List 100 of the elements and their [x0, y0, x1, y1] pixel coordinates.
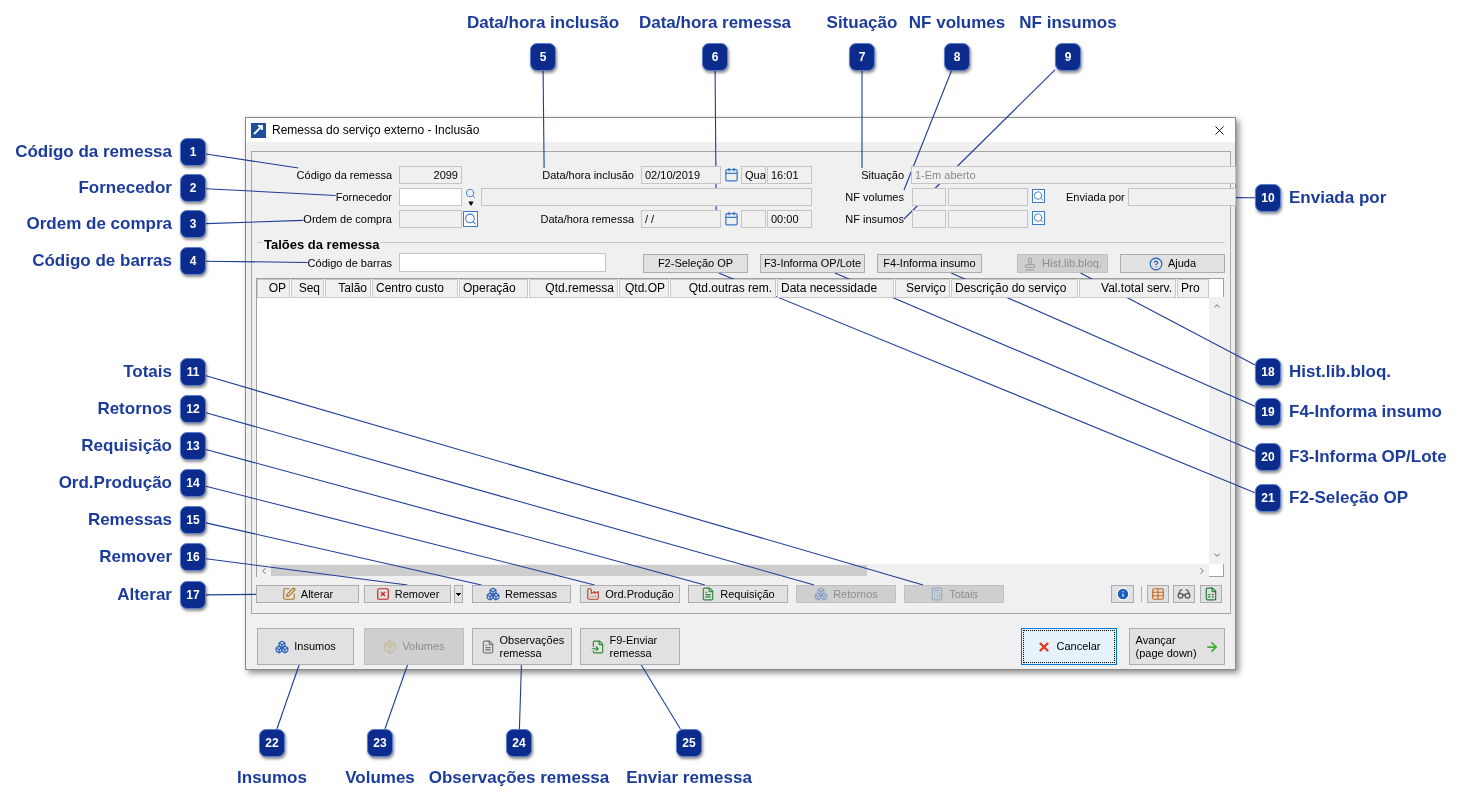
leader-line — [1079, 272, 1256, 366]
button: Cancelar — [1021, 628, 1117, 665]
column-header: Descrição do serviço — [951, 279, 1078, 298]
column-header: Seq — [291, 279, 324, 298]
text-field: Qua — [741, 166, 766, 184]
callout-badge: 23 — [367, 729, 393, 757]
leader-line — [276, 664, 300, 730]
callout-title: Observações remessa — [428, 767, 610, 789]
callout-title: Alterar — [117, 584, 172, 606]
text-field — [399, 253, 606, 272]
callout-title: Remover — [99, 546, 172, 568]
callout-title: Remessas — [87, 509, 172, 531]
leader-line — [205, 153, 299, 169]
button: Avançar (page down) — [1129, 628, 1225, 665]
callout-badge: 6 — [702, 43, 728, 71]
column-header: Val.total serv. — [1079, 279, 1176, 298]
button: Totais — [904, 585, 1004, 603]
callout-title: Enviar remessa — [626, 767, 752, 789]
column-header: Qtd.remessa — [529, 279, 618, 298]
text-field: 2099 — [399, 166, 462, 184]
callout-title: Data/hora inclusão — [466, 12, 620, 34]
leader-line — [205, 485, 596, 586]
button: F4-Informa insumo — [877, 254, 982, 273]
callout-badge: 15 — [180, 506, 206, 534]
callout-badge: 10 — [1255, 184, 1281, 212]
text-field: 1-Em aberto — [911, 166, 1236, 184]
text-field — [399, 188, 462, 206]
callout-title: Código de barras — [32, 250, 172, 272]
button: Ord.Produção — [580, 585, 680, 603]
callout-title: Insumos — [237, 767, 307, 789]
callout-badge: 11 — [180, 358, 206, 386]
callout-badge: 4 — [180, 247, 206, 275]
leader-line — [205, 522, 483, 586]
text-field — [948, 188, 1028, 206]
callout-badge: 20 — [1255, 443, 1281, 471]
field-label: Código de barras — [307, 256, 392, 270]
text-field: 16:01 — [767, 166, 812, 184]
leader-line — [714, 70, 717, 211]
callout-title: Data/hora remessa — [638, 12, 792, 34]
leader-line — [861, 70, 863, 169]
column-header: OP — [257, 279, 290, 298]
leader-line — [205, 188, 337, 197]
leader-line — [205, 219, 304, 225]
callout-badge: 9 — [1055, 43, 1081, 71]
text-field — [481, 188, 812, 206]
callout-title: Retornos — [97, 398, 172, 420]
callout-title: F4-Informa insumo — [1289, 401, 1442, 423]
callout-badge: 5 — [530, 43, 556, 71]
text-field — [741, 210, 766, 228]
callout-title: NF volumes — [908, 12, 1006, 34]
field-label: Data/hora remessa — [540, 212, 634, 226]
dialog-window — [245, 117, 1236, 670]
callout-title: Ord.Produção — [58, 472, 172, 494]
callout-badge: 3 — [180, 210, 206, 238]
callout-title: Fornecedor — [78, 177, 172, 199]
button: Hist.lib.bloq. — [1017, 254, 1108, 273]
callout-badge: 18 — [1255, 358, 1281, 386]
callout-badge: 7 — [849, 43, 875, 71]
column-header: Pro — [1177, 279, 1209, 298]
column-header: Operação — [459, 279, 528, 298]
button: Alterar — [256, 585, 359, 603]
callout-badge: 22 — [259, 729, 285, 757]
column-header: Centro custo — [372, 279, 458, 298]
leader-line — [718, 272, 1256, 494]
leader-line — [640, 664, 681, 730]
button: F2-Seleção OP — [643, 254, 748, 273]
leader-line — [205, 375, 924, 586]
leader-line — [205, 558, 409, 586]
button: Observações remessa — [472, 628, 572, 665]
field-label: Enviada por — [1066, 190, 1125, 204]
field-label: Ordem de compra — [303, 212, 392, 226]
callout-title: F3-Informa OP/Lote — [1289, 446, 1447, 468]
callout-badge: 13 — [180, 432, 206, 460]
callout-title: Enviada por — [1289, 187, 1387, 209]
button: Insumos — [257, 628, 354, 665]
text-field: 02/10/2019 — [641, 166, 721, 184]
callout-title: Requisição — [81, 435, 172, 457]
leader-line — [518, 664, 522, 730]
callout-title: F2-Seleção OP — [1289, 487, 1409, 509]
text-field — [912, 188, 946, 206]
leader-line — [205, 412, 815, 586]
callout-badge: 21 — [1255, 484, 1281, 512]
callout-title: Volumes — [345, 767, 415, 789]
field-label: Data/hora inclusão — [542, 168, 634, 182]
leader-line — [834, 272, 1256, 453]
field-label: Código da remessa — [296, 168, 392, 182]
column-header: Data necessidade — [777, 279, 894, 298]
button: Ajuda — [1120, 254, 1225, 273]
leader-line — [384, 664, 409, 730]
text-field — [1128, 188, 1236, 206]
text-field — [912, 210, 946, 228]
callout-badge: 8 — [944, 43, 970, 71]
leader-line — [950, 272, 1256, 407]
callout-title: NF insumos — [1019, 12, 1117, 34]
leader-line — [205, 448, 706, 586]
column-header: Serviço — [895, 279, 950, 298]
column-header: Qtd.outras rem. — [670, 279, 776, 298]
button: Volumes — [364, 628, 464, 665]
leader-line — [1235, 197, 1256, 199]
field-label: Situação — [861, 168, 904, 182]
